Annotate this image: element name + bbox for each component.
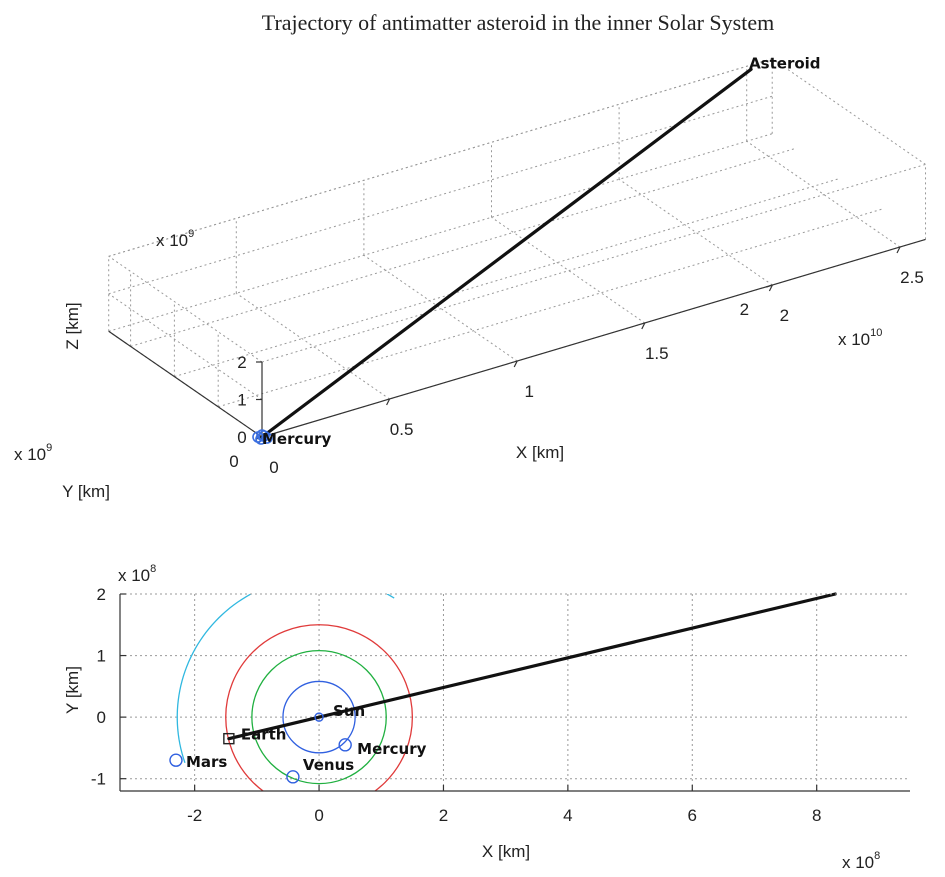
annotation-label: Mercury xyxy=(262,430,331,448)
x-tick-mark xyxy=(768,284,773,292)
plot-2d-orbits-group xyxy=(176,594,413,791)
x-tick-label-2d: 6 xyxy=(688,806,697,825)
grid-side-z-2 xyxy=(108,255,263,363)
x-tick-label-2d: 0 xyxy=(314,806,323,825)
grid-floor-y-6 xyxy=(130,148,795,347)
orbit-earth xyxy=(225,624,413,791)
orbit-venus xyxy=(251,649,387,785)
y-axis-label-2d: Y [km] xyxy=(63,666,82,714)
body-marker-earth xyxy=(223,732,235,745)
grid-floor-x-1.5 xyxy=(491,216,646,324)
z-tick-label: 2 xyxy=(237,353,246,372)
y-tick-label-2d: 0 xyxy=(97,708,106,727)
x-tick-label: 2.5 xyxy=(900,268,924,287)
x-axis-label-2d: X [km] xyxy=(482,842,530,861)
x-exponent-label-2d: x 108 xyxy=(842,850,880,872)
x-tick-label: 0 xyxy=(269,458,278,477)
plot-3d-series xyxy=(252,67,753,445)
grid-floor-x-1 xyxy=(363,254,518,362)
trajectory-line-2d xyxy=(227,592,837,741)
y-tick-label: 0 xyxy=(229,452,238,471)
grid-floor-y-4 xyxy=(174,178,839,378)
x-tick-label-2d: 2 xyxy=(439,806,448,825)
y-exponent-label: x 109 xyxy=(14,442,52,464)
x-tick-label-2d: 4 xyxy=(563,806,572,825)
box-edge-3 xyxy=(261,163,926,363)
z-tick-label: 1 xyxy=(237,391,246,410)
plot-2d-axes: -2 0 2 4 6 8 -1 0 1 2 X [km] Y [km] x 108 x 108 xyxy=(63,563,910,872)
body-label-mars: Mars xyxy=(186,753,227,771)
y-tick-mark xyxy=(766,284,773,288)
x-exponent-label: x 1010 xyxy=(838,327,882,349)
x-tick-label-2d: 8 xyxy=(812,806,821,825)
x-tick-label: 1.5 xyxy=(645,344,669,363)
box-edge-2 xyxy=(771,58,926,165)
x-tick-mark xyxy=(513,360,518,368)
box-edge-5 xyxy=(108,58,773,257)
body-marker-mars xyxy=(169,753,183,767)
body-label-earth: Earth xyxy=(241,726,287,744)
z-tick-label: 0 xyxy=(237,428,246,447)
x-axis-line xyxy=(261,238,926,438)
orbit-arc-mars xyxy=(385,594,395,599)
grid-floor-y-2 xyxy=(218,208,882,408)
body-label-sun: Sun xyxy=(333,702,365,720)
grid-floor-x-2 xyxy=(618,178,773,286)
body-marker-sun xyxy=(314,712,324,722)
orbit-mercury xyxy=(282,680,356,754)
x-tick-mark xyxy=(386,398,391,406)
y-axis-line xyxy=(108,330,263,438)
chart-title: Trajectory of antimatter asteroid in the… xyxy=(262,10,774,35)
y-axis-label: Y [km] xyxy=(62,482,110,501)
plot-3d-trajectory: 00.511.522.50246012X [km]Y [km]Z [km]x 1… xyxy=(14,54,927,501)
plot-2d-series xyxy=(227,592,837,741)
body-marker-mercury xyxy=(338,738,352,752)
x-tick-label-2d: -2 xyxy=(187,806,202,825)
x-tick-mark xyxy=(641,322,646,330)
grid-side-z-1 xyxy=(108,293,263,400)
planet-marker-3d xyxy=(256,429,268,441)
y-tick-label-2d: -1 xyxy=(91,770,106,789)
body-label-mercury: Mercury xyxy=(357,740,426,758)
y-tick-label-2d: 1 xyxy=(97,647,106,666)
plot-3d-axes: 00.511.522.50246012X [km]Y [km]Z [km]x 1… xyxy=(14,228,926,501)
x-tick-label: 0.5 xyxy=(390,420,414,439)
body-marker-venus xyxy=(286,770,300,784)
y-tick-label-2d: 2 xyxy=(97,585,106,604)
plot-3d-grid xyxy=(108,58,927,438)
x-tick-mark xyxy=(896,246,901,254)
x-tick-label: 2 xyxy=(780,306,789,325)
z-axis-label: Z [km] xyxy=(63,302,82,349)
y-tick-label: 2 xyxy=(740,300,749,319)
annotation-label: Asteroid xyxy=(749,54,820,72)
grid-floor-x-0.5 xyxy=(236,292,390,400)
trajectory-line-3d xyxy=(260,67,753,439)
plot-2d-grid xyxy=(120,593,910,791)
grid-floor-x-2.5 xyxy=(746,140,901,248)
grid-back-z-0 xyxy=(108,133,773,332)
x-tick-label: 1 xyxy=(524,382,533,401)
body-label-venus: Venus xyxy=(303,756,354,774)
grid-back-z-1 xyxy=(108,95,773,295)
y-exponent-label-2d: x 108 xyxy=(118,563,156,585)
orbit-arc-mars xyxy=(176,594,253,764)
x-axis-label: X [km] xyxy=(516,443,564,462)
z-exponent-label: x 109 xyxy=(156,228,194,250)
